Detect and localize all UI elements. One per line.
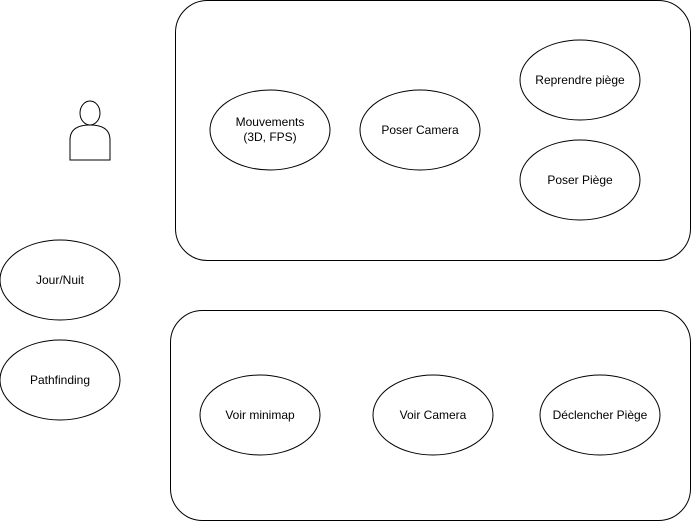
use-case-label: Reprendre piège (535, 73, 625, 87)
use-case-label: Pathfinding (30, 373, 90, 387)
use-case-label: Voir Camera (400, 408, 467, 422)
use-case-poser-piege[interactable]: Poser Piège (519, 139, 641, 221)
use-case-poser-camera[interactable]: Poser Camera (359, 89, 481, 171)
use-case-label: Jour/Nuit (36, 273, 85, 287)
use-case-voir-camera[interactable]: Voir Camera (372, 374, 494, 456)
use-case-pathfinding[interactable]: Pathfinding (0, 339, 121, 421)
use-case-label: Mouvements (236, 115, 305, 129)
use-case-label: Déclencher Piège (553, 408, 648, 422)
actor-icon (69, 100, 111, 161)
use-case-reprendre-piege[interactable]: Reprendre piège (519, 39, 641, 121)
use-case-jour-nuit[interactable]: Jour/Nuit (0, 239, 121, 321)
use-case-label: Poser Camera (381, 123, 459, 137)
use-case-voir-minimap[interactable]: Voir minimap (199, 374, 321, 456)
use-case-label: (3D, FPS) (243, 130, 296, 144)
use-case-mouvements[interactable]: Mouvements (3D, FPS) (209, 89, 331, 171)
use-case-label: Poser Piège (547, 173, 613, 187)
use-case-declencher-piege[interactable]: Déclencher Piège (539, 374, 661, 456)
use-case-label: Voir minimap (225, 408, 295, 422)
